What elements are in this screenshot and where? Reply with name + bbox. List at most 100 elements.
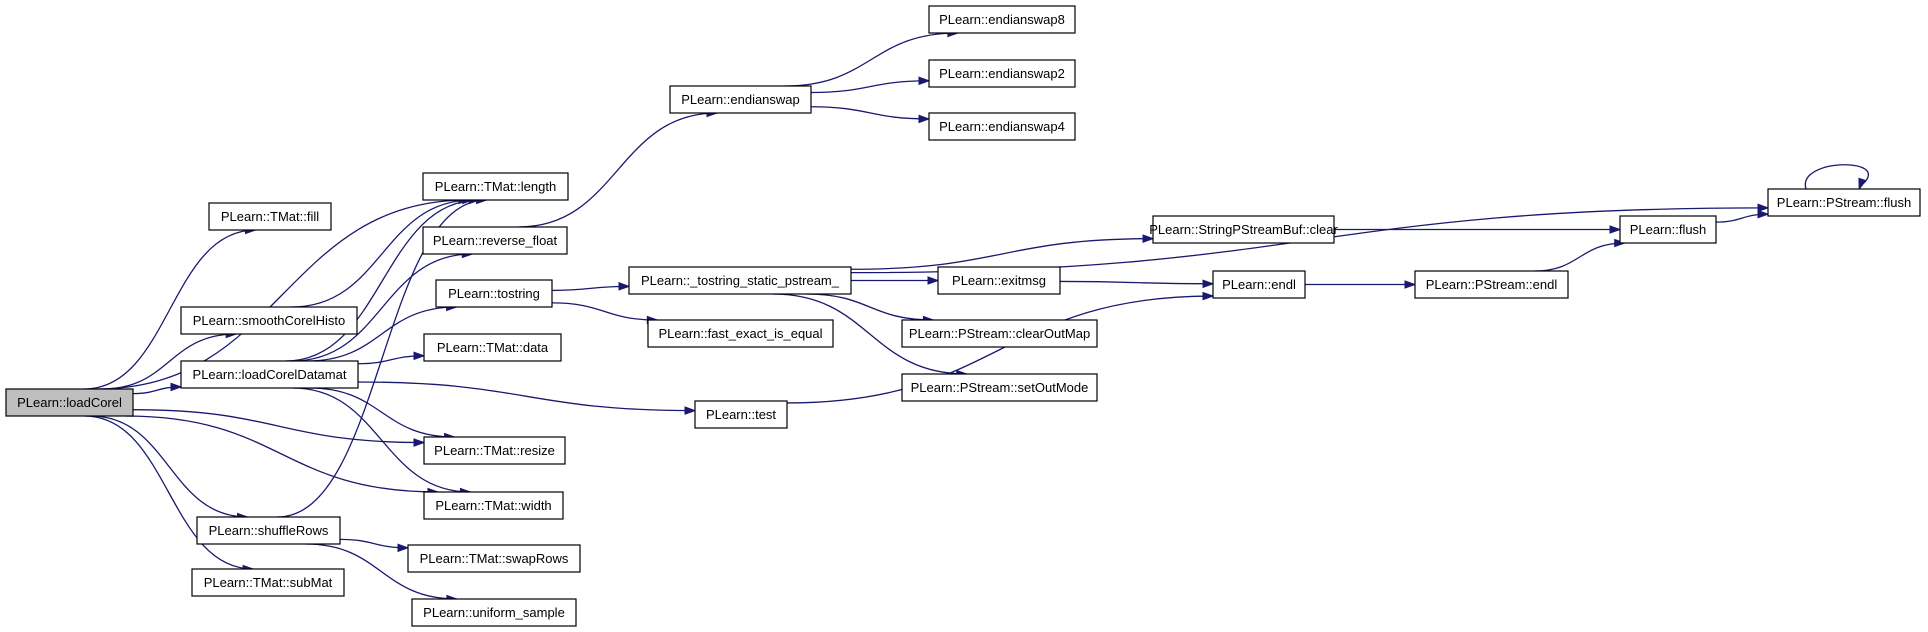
node-box bbox=[928, 112, 1076, 141]
node-resize[interactable]: PLearn::TMat::resize bbox=[423, 436, 566, 465]
node-label: PLearn::test bbox=[706, 407, 776, 422]
node-sbclear[interactable]: PLearn::StringPStreamBuf::clear bbox=[1149, 215, 1338, 244]
node-box bbox=[5, 388, 134, 417]
node-box bbox=[937, 266, 1061, 295]
edge-endianswap-to-endianswap4 bbox=[810, 106, 931, 124]
edge-exitmsg-to-endl bbox=[1059, 279, 1215, 289]
node-label: PLearn::loadCorelDatamat bbox=[193, 367, 347, 382]
node-box bbox=[180, 360, 359, 389]
node-endianswap[interactable]: PLearn::endianswap bbox=[669, 85, 812, 114]
edge-sbclear-to-flush bbox=[1334, 225, 1622, 234]
node-endianswap8[interactable]: PLearn::endianswap8 bbox=[928, 5, 1076, 34]
node-reverse-float[interactable]: PLearn::reverse_float bbox=[422, 226, 568, 255]
node-label: PLearn::TMat::length bbox=[435, 179, 556, 194]
node-loadcoreldatamat[interactable]: PLearn::loadCorelDatamat bbox=[180, 360, 359, 389]
node-box bbox=[928, 59, 1076, 88]
node-label: PLearn::TMat::width bbox=[435, 498, 551, 513]
node-pstream-endl[interactable]: PLearn::PStream::endl bbox=[1414, 270, 1569, 299]
edge-loadCorelDatamat-to-test bbox=[357, 381, 697, 415]
node-box bbox=[1152, 215, 1335, 244]
edge-endianswap-to-endianswap2 bbox=[810, 76, 931, 94]
node-flush[interactable]: PLearn::flush bbox=[1619, 215, 1717, 244]
edge-tostring-to-fast_exact bbox=[551, 302, 659, 325]
node-box bbox=[407, 544, 581, 573]
node-swaprows[interactable]: PLearn::TMat::swapRows bbox=[407, 544, 581, 573]
node-smoothcorelhisto[interactable]: PLearn::smoothCorelHisto bbox=[180, 306, 358, 335]
edge-loadCorelDatamat-to-data bbox=[357, 351, 426, 365]
node-label: PLearn::PStream::flush bbox=[1777, 195, 1911, 210]
node-endl[interactable]: PLearn::endl bbox=[1212, 270, 1306, 299]
node-label: PLearn::endl bbox=[1222, 277, 1296, 292]
edge-test-to-endl bbox=[786, 291, 1215, 404]
node-pstream-flush[interactable]: PLearn::PStream::flush bbox=[1767, 188, 1921, 217]
node-uniform-sample[interactable]: PLearn::uniform_sample bbox=[411, 598, 577, 627]
node-tostring[interactable]: PLearn::tostring bbox=[435, 279, 553, 308]
edge-pstream_endl-to-flush bbox=[1534, 238, 1627, 272]
node-label: PLearn::endianswap8 bbox=[939, 12, 1065, 27]
node-label: PLearn::StringPStreamBuf::clear bbox=[1149, 222, 1338, 237]
node-label: PLearn::uniform_sample bbox=[423, 605, 565, 620]
node-box bbox=[423, 491, 564, 520]
node-label: PLearn::TMat::data bbox=[437, 340, 549, 355]
node-loadcorel[interactable]: PLearn::loadCorel bbox=[5, 388, 134, 417]
node-box bbox=[422, 226, 568, 255]
node-box bbox=[1619, 215, 1717, 244]
node-endianswap2[interactable]: PLearn::endianswap2 bbox=[928, 59, 1076, 88]
node-box bbox=[928, 5, 1076, 34]
node-label: PLearn::flush bbox=[1630, 222, 1707, 237]
node-label: PLearn::TMat::subMat bbox=[204, 575, 333, 590]
node-fast-exact[interactable]: PLearn::fast_exact_is_equal bbox=[647, 319, 834, 348]
edge-pstream_flush-to-pstream_flush bbox=[1804, 164, 1869, 191]
edge-tostring_static-to-sbclear bbox=[850, 234, 1155, 270]
node-submat[interactable]: PLearn::TMat::subMat bbox=[191, 568, 345, 597]
node-label: PLearn::smoothCorelHisto bbox=[193, 313, 345, 328]
node-endianswap4[interactable]: PLearn::endianswap4 bbox=[928, 112, 1076, 141]
node-label: PLearn::_tostring_static_pstream_ bbox=[641, 273, 840, 288]
node-data[interactable]: PLearn::TMat::data bbox=[423, 333, 562, 362]
node-shufflerows[interactable]: PLearn::shuffleRows bbox=[196, 516, 341, 545]
node-box bbox=[901, 373, 1098, 402]
node-box bbox=[435, 279, 553, 308]
node-box bbox=[411, 598, 577, 627]
node-box bbox=[423, 436, 566, 465]
node-tostring-static[interactable]: PLearn::_tostring_static_pstream_ bbox=[628, 266, 852, 295]
edge-endl-to-pstream_endl bbox=[1305, 280, 1417, 289]
edge-tostring_static-to-clearOutMap bbox=[806, 293, 935, 325]
node-label: PLearn::TMat::resize bbox=[434, 443, 555, 458]
node-box bbox=[1767, 188, 1921, 217]
node-label: PLearn::endianswap4 bbox=[939, 119, 1065, 134]
node-box bbox=[647, 319, 834, 348]
node-label: PLearn::loadCorel bbox=[17, 395, 122, 410]
edge-tostring_static-to-exitmsg bbox=[851, 276, 940, 285]
node-box bbox=[901, 319, 1098, 348]
node-clearoutmap[interactable]: PLearn::PStream::clearOutMap bbox=[901, 319, 1098, 348]
call-graph-nodes: PLearn::loadCorelPLearn::TMat::subMatPLe… bbox=[5, 5, 1921, 627]
node-label: PLearn::endianswap2 bbox=[939, 66, 1065, 81]
node-box bbox=[694, 400, 788, 429]
node-box bbox=[196, 516, 341, 545]
node-label: PLearn::PStream::endl bbox=[1426, 277, 1558, 292]
node-fill[interactable]: PLearn::TMat::fill bbox=[208, 202, 332, 231]
edge-loadCorel-to-loadCorelDatamat bbox=[132, 382, 183, 395]
edge-reverse_float-to-endianswap bbox=[518, 108, 719, 228]
node-setoutmode[interactable]: PLearn::PStream::setOutMode bbox=[901, 373, 1098, 402]
edge-flush-to-pstream_flush bbox=[1715, 209, 1770, 223]
edge-loadCorel-to-width bbox=[125, 415, 440, 497]
node-box bbox=[628, 266, 852, 295]
node-length[interactable]: PLearn::TMat::length bbox=[422, 172, 569, 201]
node-label: PLearn::shuffleRows bbox=[209, 523, 329, 538]
node-box bbox=[423, 333, 562, 362]
node-box bbox=[422, 172, 569, 201]
node-width[interactable]: PLearn::TMat::width bbox=[423, 491, 564, 520]
edge-loadCorel-to-resize bbox=[132, 409, 426, 447]
node-box bbox=[669, 85, 812, 114]
edge-loadCorel-to-subMat bbox=[84, 415, 255, 574]
node-label: PLearn::PStream::setOutMode bbox=[911, 380, 1089, 395]
node-test[interactable]: PLearn::test bbox=[694, 400, 788, 429]
node-box bbox=[1212, 270, 1306, 299]
node-label: PLearn::TMat::swapRows bbox=[420, 551, 569, 566]
edge-loadCorel-to-shuffleRows bbox=[90, 415, 249, 522]
node-exitmsg[interactable]: PLearn::exitmsg bbox=[937, 266, 1061, 295]
node-label: PLearn::PStream::clearOutMap bbox=[909, 326, 1090, 341]
node-box bbox=[1414, 270, 1569, 299]
